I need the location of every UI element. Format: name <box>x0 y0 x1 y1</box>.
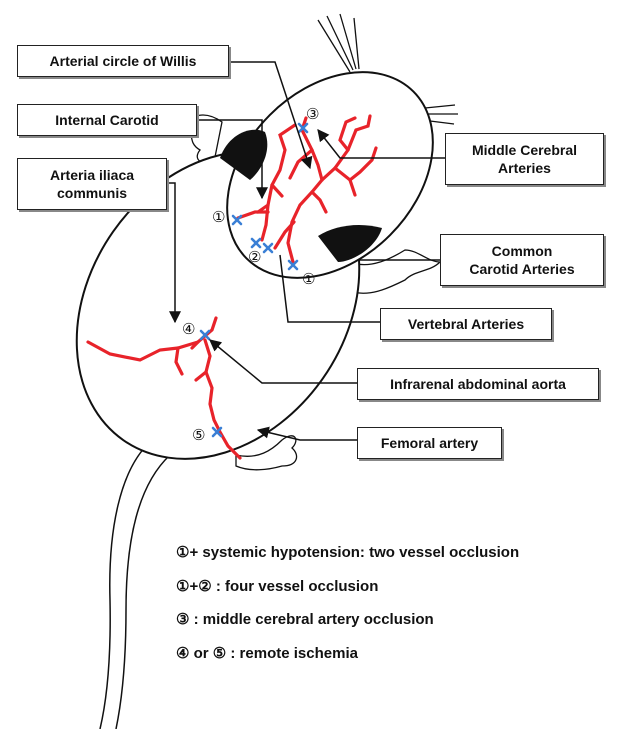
label-iliaca-line2: communis <box>56 185 127 201</box>
marker-1a: ① <box>212 208 225 226</box>
label-circle-of-willis: Arterial circle of Willis <box>17 45 229 77</box>
label-cca: Common Carotid Arteries <box>440 234 604 286</box>
label-vertebral-text: Vertebral Arteries <box>407 316 525 332</box>
leader-lines <box>168 61 445 441</box>
legend: ①+ systemic hypotension: two vessel occl… <box>176 542 606 676</box>
label-femoral-text: Femoral artery <box>380 435 479 451</box>
label-internal-carotid-text: Internal Carotid <box>55 112 159 128</box>
diagram-markers: ① ② ① ③ ④ ⑤ <box>182 105 319 444</box>
right-ear <box>318 224 382 262</box>
marker-4: ④ <box>182 320 195 338</box>
legend-item-mca-occlusion: ③ : middle cerebral artery occlusion <box>176 611 434 628</box>
label-circle-of-willis-text: Arterial circle of Willis <box>49 53 197 69</box>
legend-item-two-vessel: ①+ systemic hypotension: two vessel occl… <box>176 544 520 561</box>
label-mca: Middle Cerebral Arteries <box>445 133 604 185</box>
label-aorta: Infrarenal abdominal aorta <box>357 368 599 400</box>
label-mca-line2: Arteries <box>498 160 551 176</box>
tail-edge <box>115 454 171 729</box>
tail <box>99 441 151 729</box>
legend-item-remote-ischemia: ④ or ⑤ : remote ischemia <box>176 644 358 662</box>
label-vertebral: Vertebral Arteries <box>380 308 552 340</box>
left-ear <box>220 129 268 180</box>
marker-5: ⑤ <box>192 426 205 444</box>
label-iliaca: Arteria iliaca communis <box>17 158 167 210</box>
label-internal-carotid: Internal Carotid <box>17 104 197 136</box>
label-aorta-text: Infrarenal abdominal aorta <box>390 376 566 392</box>
label-iliaca-line1: Arteria iliaca <box>49 167 135 183</box>
marker-3: ③ <box>306 105 319 123</box>
arteries <box>86 114 378 460</box>
label-cca-line2: Carotid Arteries <box>469 261 575 277</box>
occlusion-marks <box>199 122 309 438</box>
marker-2: ② <box>248 248 261 266</box>
legend-item-four-vessel: ①+② : four vessel occlusion <box>176 577 379 595</box>
marker-1b: ① <box>302 270 315 288</box>
rat-head <box>226 71 434 279</box>
label-mca-line1: Middle Cerebral <box>471 142 578 158</box>
label-cca-line1: Common <box>491 243 553 259</box>
label-femoral: Femoral artery <box>357 427 502 459</box>
